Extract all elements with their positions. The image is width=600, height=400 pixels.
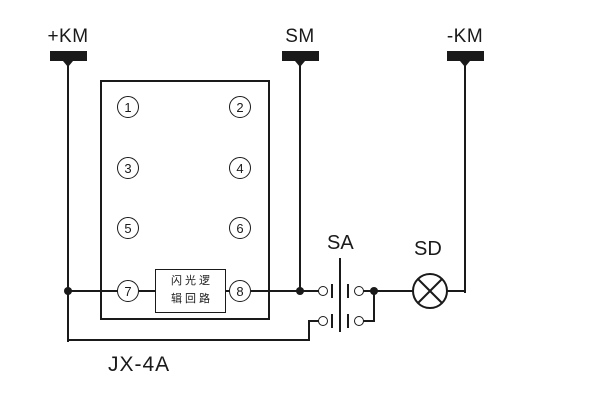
- wire-lamp-to-km-minus: [447, 290, 466, 292]
- wire-junction-to-pin7: [67, 290, 118, 292]
- pin-5: 5: [117, 217, 139, 239]
- lamp-label-sd: SD: [414, 238, 442, 260]
- wire-lower-to-main-join: [373, 290, 375, 322]
- wire-pin8-to-switch: [251, 290, 319, 292]
- flash-logic-text-line1: 闪光逻: [171, 275, 213, 288]
- wire-riser-to-lower-contact: [308, 320, 319, 322]
- wire-logicbox-to-pin8: [226, 290, 230, 292]
- junction-dot-sm: [296, 287, 304, 295]
- pin-8: 8: [229, 280, 251, 302]
- pin-1: 1: [117, 96, 139, 118]
- terminal-block-sm: [282, 51, 319, 61]
- switch-contact-lower-left: [318, 316, 328, 326]
- switch-contact-lower-right: [354, 316, 364, 326]
- terminal-block-km-plus: [50, 51, 87, 61]
- junction-dot-left: [64, 287, 72, 295]
- terminal-label-km-plus: +KM: [47, 26, 89, 47]
- wire-bottom-riser: [308, 320, 310, 341]
- pin-7: 7: [117, 280, 139, 302]
- terminal-block-km-minus: [447, 51, 484, 61]
- relay-model-label: JX-4A: [108, 353, 171, 376]
- switch-bridge-upper-left: [331, 284, 333, 298]
- switch-bridge-lower-right: [347, 314, 349, 328]
- wire-switch-to-lamp: [363, 290, 413, 292]
- pin-3: 3: [117, 157, 139, 179]
- switch-label-sa: SA: [327, 232, 354, 254]
- pin-4: 4: [229, 157, 251, 179]
- switch-contact-upper-right: [354, 286, 364, 296]
- flash-logic-text-line2: 辑回路: [171, 293, 213, 305]
- pin-2: 2: [229, 96, 251, 118]
- wire-km-plus-vertical: [67, 61, 69, 342]
- flash-logic-box: 闪光逻 辑回路: [155, 269, 226, 313]
- switch-bridge-lower-left: [331, 314, 333, 328]
- terminal-label-sm: SM: [285, 26, 315, 47]
- wire-sm-vertical: [299, 61, 301, 293]
- wire-pin7-to-logicbox: [139, 290, 155, 292]
- wire-km-minus-vertical: [464, 61, 466, 293]
- pin-6: 6: [229, 217, 251, 239]
- switch-linkage-line: [339, 258, 341, 332]
- wire-bottom-horizontal: [67, 339, 310, 341]
- wire-lower-contact-out: [363, 320, 375, 322]
- switch-contact-upper-left: [318, 286, 328, 296]
- lamp-icon: [412, 273, 448, 309]
- junction-dot-right: [370, 287, 378, 295]
- terminal-label-km-minus: -KM: [446, 26, 484, 47]
- switch-bridge-upper-right: [347, 284, 349, 298]
